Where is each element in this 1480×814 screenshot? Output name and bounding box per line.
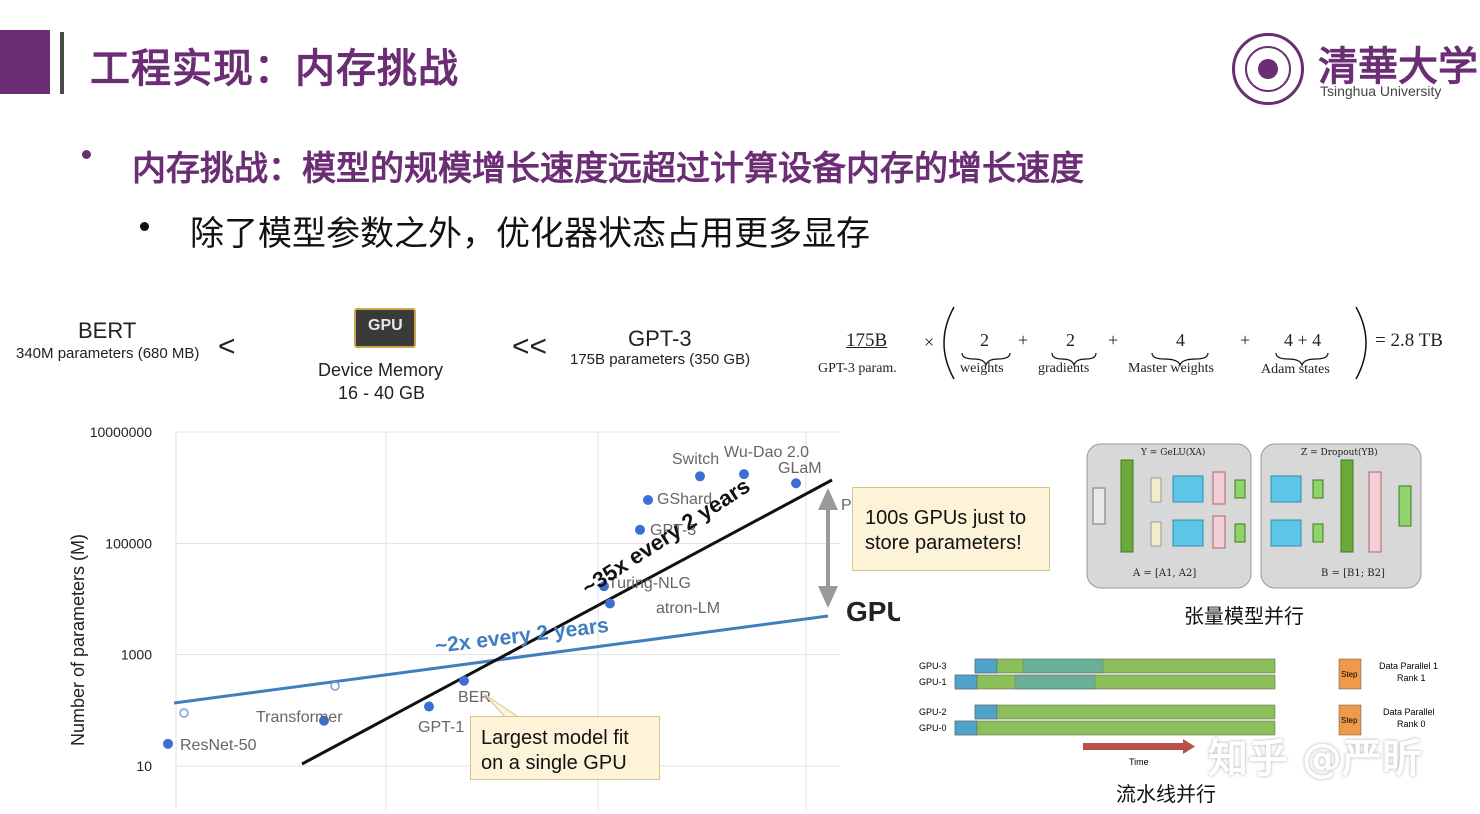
pp-group0: Data Parallel xyxy=(1383,707,1435,717)
data-point-label: Wu-Dao 2.0 xyxy=(724,444,809,461)
data-point-label: GShard xyxy=(657,491,712,508)
bullet-dot xyxy=(140,222,149,231)
data-point-ber xyxy=(459,675,469,686)
formula-times: × xyxy=(924,332,935,352)
bullet-level2: 除了模型参数之外，优化器状态占用更多显存 xyxy=(190,214,870,254)
formula-gradients-label: gradients xyxy=(1038,361,1090,376)
tensor-parallel-diagram: Y = GeLU(XA) Z = Dropout(YB) A = [A1, A2… xyxy=(1086,443,1422,589)
pp-row-gpu0: GPU-0 xyxy=(919,723,947,733)
formula-adam-label: Adam states xyxy=(1261,362,1330,377)
data-point-hollow xyxy=(330,681,340,691)
gpu-chip-label: GPU xyxy=(368,317,403,334)
callout-gpus: 100s GPUs just to store parameters! xyxy=(852,487,1050,571)
pp-group1-rank: Rank 1 xyxy=(1397,673,1426,683)
data-point-switch xyxy=(695,471,705,482)
bullet-dot xyxy=(82,150,91,159)
data-point-glam xyxy=(791,478,801,489)
data-point-label: GLaM xyxy=(778,460,822,477)
data-point-wu-dao-2-0 xyxy=(739,469,749,480)
university-seal-icon xyxy=(1232,33,1304,105)
pp-row-gpu1: GPU-1 xyxy=(919,677,947,687)
formula-weights-label: weights xyxy=(960,361,1004,376)
header-separator xyxy=(60,32,64,94)
gpu-chip-icon: GPU xyxy=(354,308,416,348)
data-point-transformer xyxy=(319,715,329,726)
data-point-gpt-1 xyxy=(424,701,434,712)
data-point-label: BER xyxy=(458,689,491,706)
tp-right-eq: Z = Dropout(YB) xyxy=(1301,447,1378,458)
bullet-level1: 内存挑战：模型的规模增长速度远超过计算设备内存的增长速度 xyxy=(132,149,1084,189)
bert-name: BERT xyxy=(78,318,137,343)
trend-label-gpu: ~2x every 2 years xyxy=(434,614,610,658)
callout-single-gpu: Largest model fit on a single GPU xyxy=(470,716,660,780)
data-point-label: Turing-NLG xyxy=(608,575,691,592)
pipeline-caption: 流水线并行 xyxy=(1116,782,1216,806)
pp-step-0: Step xyxy=(1341,716,1358,725)
formula-params: 175B xyxy=(846,330,888,351)
pp-step-1: Step xyxy=(1341,670,1358,679)
pp-group0-rank: Rank 0 xyxy=(1397,719,1426,729)
data-point-label: Transformer xyxy=(256,709,343,726)
gap-arrow-head-down xyxy=(818,586,838,608)
data-point-atron-lm xyxy=(605,598,615,609)
formula-adam-value: 4 + 4 xyxy=(1284,330,1322,350)
pp-row-gpu3: GPU-3 xyxy=(919,661,947,671)
device-memory-label: Device Memory xyxy=(318,360,444,380)
slide-title: 工程实现：内存挑战 xyxy=(90,46,459,92)
gpt3-detail: 175B parameters (350 GB) xyxy=(570,351,751,368)
data-point-label: GPT-3 xyxy=(650,522,696,539)
formula-parentheses xyxy=(943,306,1367,380)
data-point-hollow xyxy=(179,708,189,718)
y-tick-label: 10000000 xyxy=(90,424,153,440)
data-point-label: Switch xyxy=(672,451,719,468)
tensor-parallel-caption: 张量模型并行 xyxy=(1184,604,1304,628)
tp-left-eq: Y = GeLU(XA) xyxy=(1140,447,1205,458)
formula-plus: + xyxy=(1018,330,1029,350)
truncated-point-label: P xyxy=(841,497,852,514)
less-than: < xyxy=(218,330,236,363)
data-point-resnet-50 xyxy=(163,738,173,749)
data-point-turing-nlg xyxy=(599,581,609,592)
callout-pointer xyxy=(483,693,522,719)
formula-weights-value: 2 xyxy=(980,330,989,350)
model-size-trend-line xyxy=(301,478,833,766)
formula-plus: + xyxy=(1240,330,1251,350)
pipeline-parallel-diagram: GPU-3 GPU-1 GPU-2 GPU-0 Step Step Data P… xyxy=(919,658,1438,767)
gpt3-name: GPT-3 xyxy=(628,326,692,351)
watermark: 知乎 @严昕 xyxy=(1208,736,1422,782)
data-point-gshard xyxy=(643,495,653,506)
data-point-gpt-3 xyxy=(635,524,645,535)
pp-row-gpu2: GPU-2 xyxy=(919,707,947,717)
data-point-label: GPT-1 xyxy=(418,719,464,736)
formula-plus: + xyxy=(1108,330,1119,350)
formula-master-value: 4 xyxy=(1176,330,1185,350)
data-point-label: ResNet-50 xyxy=(180,737,257,754)
parameter-growth-chart: 10000000 100000 1000 10 Number of parameters… xyxy=(68,424,900,810)
pp-bars xyxy=(954,658,1362,754)
gpu-line-label: GPU xyxy=(846,596,900,627)
pp-time-label: Time xyxy=(1129,757,1149,767)
formula-master-label: Master weights xyxy=(1128,361,1214,376)
much-less-than: << xyxy=(512,330,548,363)
y-tick-label: 1000 xyxy=(121,647,152,663)
formula-result: = 2.8 TB xyxy=(1375,330,1443,351)
formula-params-label: GPT-3 param. xyxy=(818,361,897,376)
university-logo-en: Tsinghua University xyxy=(1320,83,1442,99)
pp-group1: Data Parallel 1 xyxy=(1379,661,1438,671)
y-tick-label: 10 xyxy=(136,758,152,774)
y-tick-label: 100000 xyxy=(105,535,152,551)
gap-arrow-head-up xyxy=(818,488,838,510)
tp-b-split: B = [B1; B2] xyxy=(1321,568,1385,579)
header-accent-bar xyxy=(0,30,50,94)
tp-a-split: A = [A1, A2] xyxy=(1132,568,1196,579)
university-logo-cn: 清華大学 xyxy=(1318,43,1478,90)
device-memory-range: 16 - 40 GB xyxy=(338,383,426,403)
bert-detail: 340M parameters (680 MB) xyxy=(16,345,200,362)
y-axis-label: Number of parameters (M) xyxy=(68,534,88,746)
gpu-memory-trend-line xyxy=(173,614,829,705)
data-point-label: atron-LM xyxy=(656,600,720,617)
formula-gradients-value: 2 xyxy=(1066,330,1075,350)
